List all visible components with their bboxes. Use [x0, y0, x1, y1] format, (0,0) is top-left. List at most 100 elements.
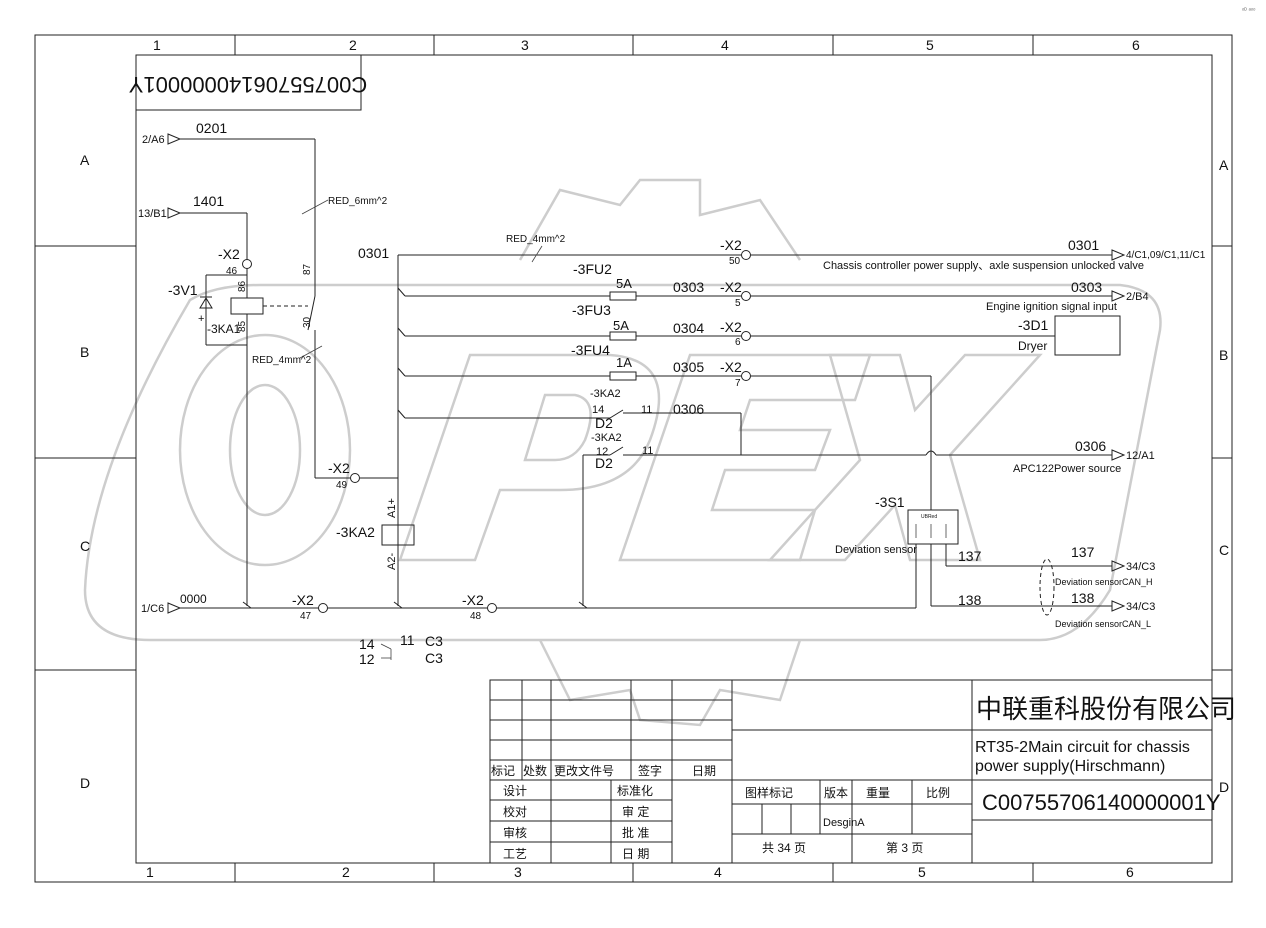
annotation-chassis: Chassis controller power supply、axle sus…	[823, 260, 1144, 272]
tb-col-doc: 更改文件号	[554, 763, 614, 778]
connector-x2-terminals: -X2 46 -X2 50 -X2 5 -X2 6 -X2 7 -X2 49 -…	[218, 237, 751, 622]
relay-pin-30: 30	[302, 316, 313, 328]
pin-46: 46	[226, 266, 238, 277]
pin-5: 5	[735, 298, 741, 309]
relay-coil	[230, 297, 264, 315]
row-labels-left: A B C D	[80, 152, 90, 791]
fuse-label-3fu2: -3FU2	[573, 261, 612, 277]
tb-design-a: DesginA	[823, 817, 865, 829]
source-1-c6: 1/C6	[141, 603, 164, 615]
pin-6: 6	[735, 337, 741, 348]
wire-numbers: 0201 1401 0301 0301 0303 0303 0304 0305 …	[180, 120, 1106, 608]
fuse-label-3fu3: -3FU3	[572, 302, 611, 318]
sensor-3s1: -3S1 UBRed	[875, 494, 959, 545]
ka2-coil	[381, 524, 415, 546]
legend-11: 11	[400, 632, 415, 648]
target-34-c3-a: 34/C3	[1126, 561, 1155, 573]
fuse-rating-3fu4: 1A	[616, 355, 632, 370]
wire-0306-right: 0306	[1075, 438, 1106, 454]
legend-c3-a: C3	[425, 633, 443, 649]
tb-col-mark: 标记	[491, 764, 515, 778]
tb-process: 工艺	[503, 847, 527, 861]
tb-title-line2: power supply(Hirschmann)	[975, 758, 1165, 775]
fuse-3fu3	[609, 331, 637, 341]
source-arrows: 2/A6 13/B1 1/C6	[138, 133, 182, 615]
wire-0000: 0000	[180, 592, 207, 606]
annotation-ignition: Engine ignition signal input	[986, 301, 1117, 313]
target-12-a1: 12/A1	[1126, 450, 1155, 462]
wiring	[180, 138, 1112, 609]
col-label-1-bottom: 1	[146, 864, 154, 880]
row-label-b: B	[80, 344, 89, 360]
row-label-c: C	[80, 538, 90, 554]
dryer-box	[1054, 315, 1121, 356]
relay-label-3ka1: -3KA1	[207, 322, 241, 336]
dryer-name: Dryer	[1018, 339, 1047, 353]
wire-0304: 0304	[673, 320, 704, 336]
ka2-d2-b: D2	[595, 455, 613, 471]
legend-c3-b: C3	[425, 650, 443, 666]
source-2-a6: 2/A6	[142, 134, 165, 146]
ka2-pin-11-b: 11	[642, 445, 653, 457]
terminal-7	[741, 371, 751, 381]
wire-137-right: 137	[1071, 544, 1095, 560]
cable-notes: RED_6mm^2 RED_4mm^2 RED_4mm^2	[252, 196, 566, 366]
terminal-49	[350, 473, 360, 483]
sensor-inner-label: UBRed	[921, 514, 937, 520]
sensor-box	[907, 509, 959, 545]
tb-col-count: 处数	[523, 763, 547, 778]
tb-weight: 重量	[866, 786, 890, 800]
tb-sample-mark: 图样标记	[745, 785, 793, 800]
wire-0301-right: 0301	[1068, 237, 1099, 253]
ka2-d2-a: D2	[595, 415, 613, 431]
pin-49: 49	[336, 480, 348, 491]
relay-pin-87: 87	[302, 263, 313, 275]
tb-col-date: 日期	[692, 764, 716, 778]
row-label-a-right: A	[1219, 157, 1229, 173]
terminal-46	[242, 259, 252, 269]
dryer-ref: -3D1	[1018, 317, 1049, 333]
wire-0306: 0306	[673, 401, 704, 417]
row-label-a: A	[80, 152, 90, 168]
target-4-c1: 4/C1,09/C1,11/C1	[1126, 250, 1206, 261]
col-label-4-bottom: 4	[714, 864, 722, 880]
cable-red-4mm-a: RED_4mm^2	[506, 234, 566, 245]
fuse-3fu2	[609, 291, 637, 301]
col-label-5-bottom: 5	[918, 864, 926, 880]
tb-check: 校对	[503, 804, 527, 819]
x2-label-7: -X2	[720, 359, 742, 375]
ka2-coil-label: -3KA2	[336, 524, 375, 540]
x2-label-5: -X2	[720, 279, 742, 295]
tb-company: 中联重科股份有限公司	[976, 694, 1236, 724]
pin-47: 47	[300, 611, 312, 622]
tb-title-line1: RT35-2Main circuit for chassis	[975, 739, 1190, 756]
cable-red-4mm-b: RED_4mm^2	[252, 355, 312, 366]
tb-review: 审 定	[622, 804, 649, 819]
x2-label-47: -X2	[292, 592, 314, 608]
annotation-can-l: Deviation sensorCAN_L	[1055, 619, 1151, 629]
fuse-3fu4	[609, 371, 637, 381]
terminal-5	[741, 291, 751, 301]
diode-plus: +	[198, 313, 204, 325]
tb-scale: 比例	[926, 786, 950, 800]
row-label-d-right: D	[1219, 779, 1229, 795]
relay-3ka1: -3V1 + -3KA1 86 85 87 30	[168, 263, 316, 336]
row-label-d: D	[80, 775, 90, 791]
fuse-rating-3fu2: 5A	[616, 276, 632, 291]
column-labels-top: 1 2 3 4 5 6	[153, 37, 1140, 53]
watermark-logo	[83, 178, 1162, 727]
tb-col-sign: 签字	[638, 763, 662, 778]
ka2-a1: A1+	[386, 498, 398, 518]
x2-label-50: -X2	[720, 237, 742, 253]
wire-0305: 0305	[673, 359, 704, 375]
legend-14: 14	[359, 636, 375, 652]
col-label-4: 4	[721, 37, 729, 53]
tb-page-no: 第 3 页	[886, 841, 923, 855]
col-label-6-bottom: 6	[1126, 864, 1134, 880]
relay-3ka2: -3KA2 14 11 D2 -3KA2 12 11 D2 -3KA2 A1+ …	[336, 388, 653, 570]
ka2-contact-label-a: -3KA2	[590, 388, 621, 400]
can-shield	[1039, 558, 1055, 616]
terminal-50	[741, 250, 751, 260]
ka2-pin-12: 12	[596, 446, 608, 458]
